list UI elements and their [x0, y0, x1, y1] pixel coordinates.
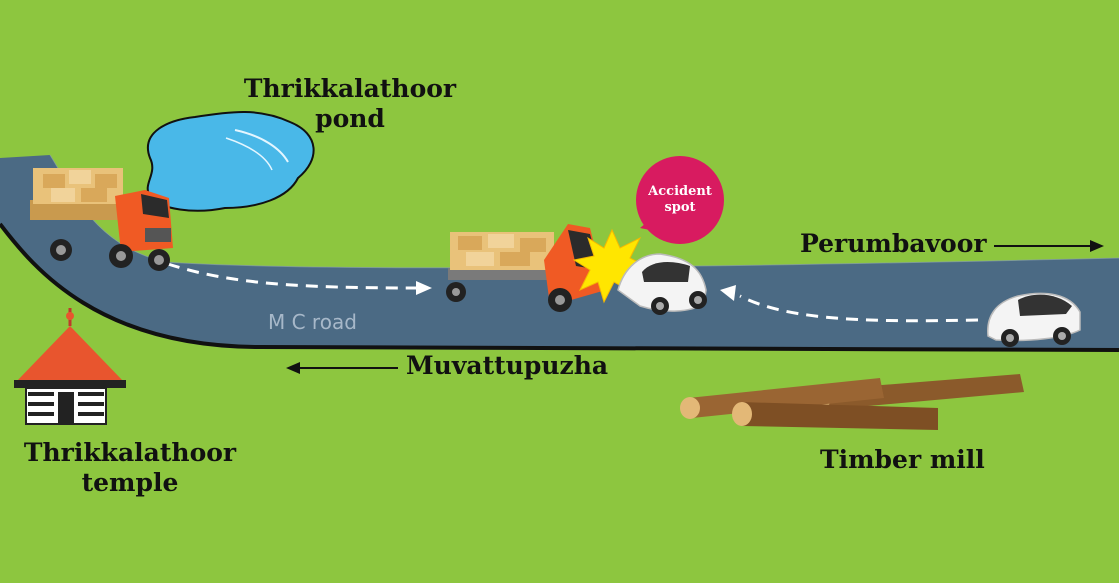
muvattupuzha-label: Muvattupuzha — [406, 351, 609, 380]
arrow-left-icon — [286, 362, 398, 374]
car-icon — [617, 253, 707, 315]
vehicle-path-lorry — [167, 262, 432, 295]
perumbavoor-label: Perumbavoor — [800, 229, 987, 258]
timber-logs-icon — [680, 374, 1024, 430]
vehicle-path-car — [720, 285, 979, 323]
temple-icon — [14, 308, 126, 425]
arrow-right-icon — [994, 240, 1104, 252]
road-label: M C road — [268, 310, 357, 334]
pond-label: Thrikkalathoor pond — [243, 74, 457, 133]
temple-label: Thrikkalathoor temple — [23, 438, 237, 497]
accident-spot-label: Accident spot — [648, 184, 712, 215]
car-icon — [987, 292, 1081, 347]
speech-bubble-icon — [636, 156, 724, 244]
lorry-icon — [30, 168, 173, 271]
timber-mill-label: Timber mill — [820, 445, 985, 474]
